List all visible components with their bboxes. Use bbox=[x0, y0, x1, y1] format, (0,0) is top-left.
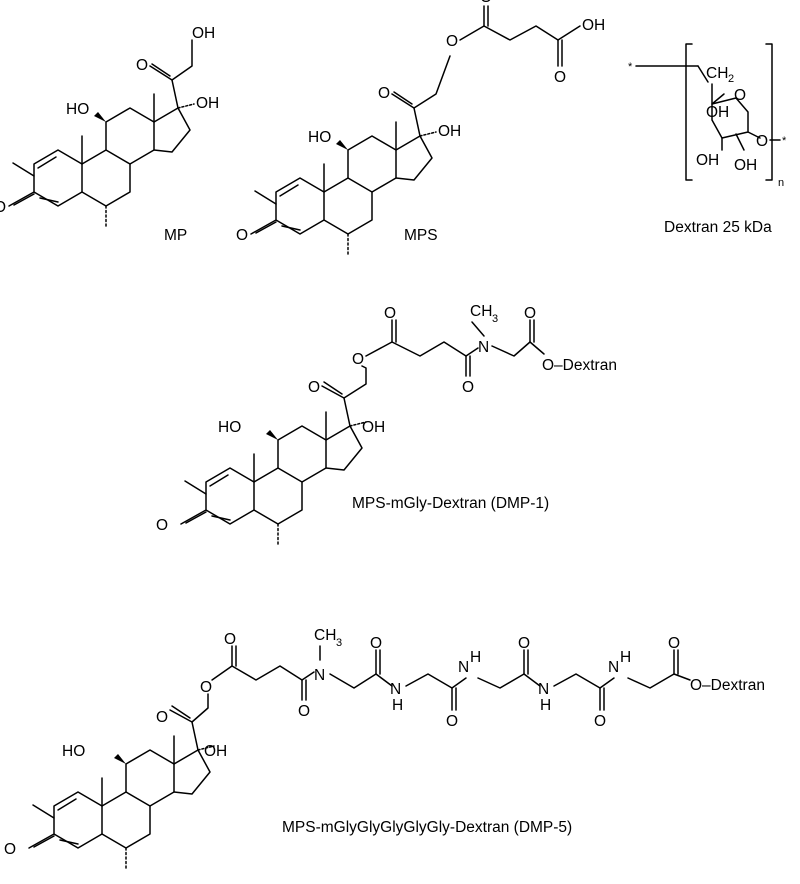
dmp1-oh17: OH bbox=[362, 419, 385, 436]
dmp5-ketone-o: O bbox=[156, 709, 168, 726]
dmp1-structure: O HO OH O O O O N CH 3 O O–Dextran bbox=[156, 303, 617, 547]
dextran-oh-b: OH bbox=[706, 104, 729, 121]
mp-oh21: OH bbox=[192, 25, 215, 42]
mps-acid-oh: OH bbox=[582, 17, 605, 34]
mp-oh17: OH bbox=[196, 95, 219, 112]
caption-dmp1: MPS-mGly-Dextran (DMP-1) bbox=[352, 495, 549, 512]
mps-acid-co: O bbox=[554, 69, 566, 86]
dextran-ch2: CH bbox=[706, 65, 728, 82]
dmp5-co-1: O bbox=[370, 635, 382, 652]
dmp5-h3: H bbox=[470, 649, 481, 666]
mps-ketone-o: O bbox=[378, 85, 390, 102]
dextran-oh-c: OH bbox=[734, 157, 757, 174]
dmp1-n: N bbox=[478, 339, 489, 356]
mp-ketone-o: O bbox=[136, 57, 148, 74]
dmp5-ho: HO bbox=[62, 743, 85, 760]
caption-dmp5: MPS-mGlyGlyGlyGlyGly-Dextran (DMP-5) bbox=[282, 819, 572, 836]
dextran-structure: * n CH 2 O O * OH OH OH bbox=[628, 43, 787, 189]
mp-ho: HO bbox=[66, 101, 89, 118]
dmp5-n5: N bbox=[608, 659, 619, 676]
dmp1-ketone-o: O bbox=[308, 379, 320, 396]
dmp5-ch3: CH bbox=[314, 627, 336, 644]
dmp5-o-dextran: O–Dextran bbox=[690, 677, 765, 694]
dmp1-ch3: CH bbox=[470, 303, 492, 320]
mp-o3: O bbox=[0, 199, 6, 216]
dmp5-h4: H bbox=[540, 697, 551, 714]
dmp1-o3: O bbox=[156, 517, 168, 534]
dmp5-ester-o: O bbox=[200, 679, 212, 696]
dmp5-n4: N bbox=[538, 681, 549, 698]
dmp1-ho: HO bbox=[218, 419, 241, 436]
dmp5-co-5: O bbox=[668, 635, 680, 652]
dmp5-co-3: O bbox=[518, 635, 530, 652]
caption-mp: MP bbox=[164, 227, 187, 244]
mps-structure: O HO OH O O O O OH bbox=[236, 0, 605, 257]
caption-mps: MPS bbox=[404, 227, 438, 244]
dmp5-o3: O bbox=[4, 841, 16, 858]
dextran-oh-a: OH bbox=[696, 152, 719, 169]
mp-structure: O HO OH O OH bbox=[0, 25, 219, 229]
dmp1-ester-co: O bbox=[384, 305, 396, 322]
mps-ho: HO bbox=[308, 129, 331, 146]
dmp5-structure: O HO OH O O O O N CH 3 O N H O N H O N bbox=[4, 627, 765, 871]
dmp5-co-2: O bbox=[446, 713, 458, 730]
dmp5-h2: H bbox=[392, 697, 403, 714]
caption-dextran: Dextran 25 kDa bbox=[664, 219, 772, 236]
dmp5-ester-co: O bbox=[224, 631, 236, 648]
dextran-ch2-sub: 2 bbox=[728, 73, 734, 85]
mps-ester-co: O bbox=[480, 0, 492, 6]
dmp1-ester-o: O bbox=[352, 351, 364, 368]
dmp1-o-dextran: O–Dextran bbox=[542, 357, 617, 374]
dmp5-n1: N bbox=[314, 667, 325, 684]
dmp5-oh17: OH bbox=[204, 743, 227, 760]
dmp1-acid-co: O bbox=[524, 305, 536, 322]
dmp5-h5: H bbox=[620, 649, 631, 666]
dmp1-amide-co: O bbox=[462, 379, 474, 396]
dmp5-amide-co: O bbox=[298, 703, 310, 720]
dmp5-n3: N bbox=[458, 659, 469, 676]
dmp5-ch3-sub: 3 bbox=[336, 637, 342, 649]
dextran-star-right: * bbox=[782, 135, 787, 147]
dmp5-n2: N bbox=[390, 681, 401, 698]
dmp5-co-4: O bbox=[594, 713, 606, 730]
mps-ester-o: O bbox=[446, 33, 458, 50]
dextran-n: n bbox=[778, 177, 784, 189]
dextran-ring-o: O bbox=[734, 87, 746, 104]
dextran-glyco-o: O bbox=[756, 133, 768, 150]
mps-oh17: OH bbox=[438, 123, 461, 140]
dextran-star-left: * bbox=[628, 61, 633, 73]
dmp1-ch3-sub: 3 bbox=[492, 313, 498, 325]
mps-o3: O bbox=[236, 227, 248, 244]
